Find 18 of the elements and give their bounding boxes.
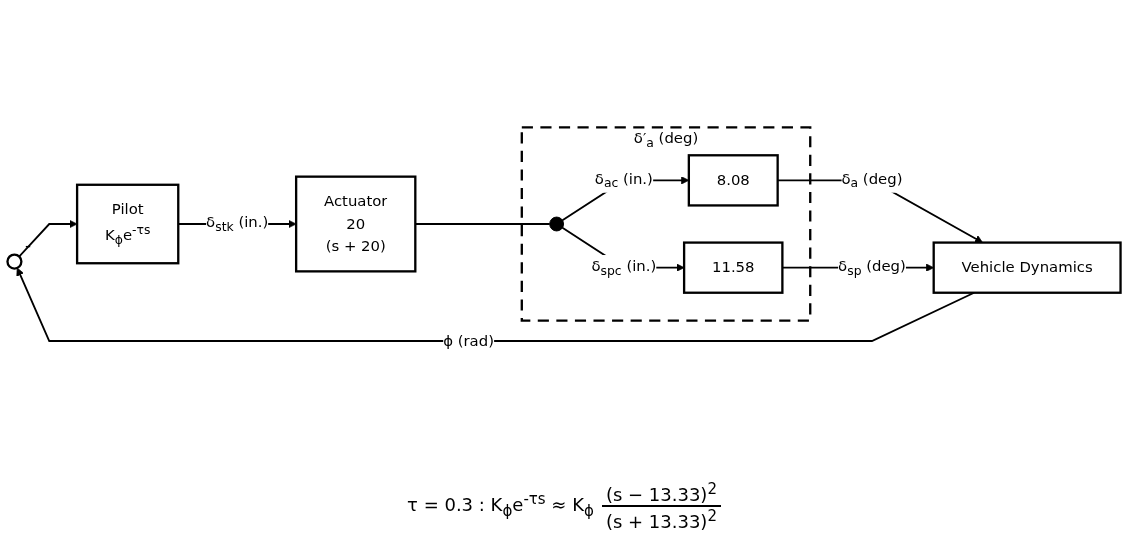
edge-label: δ$_{stk}$ (in.) — [206, 213, 269, 235]
sign-label: - — [25, 235, 32, 256]
node-box: Actuator 20 (s + 20) — [294, 175, 417, 273]
arrow — [18, 220, 78, 258]
node-box: 8.08 — [687, 154, 779, 207]
equation-label: (s − 13.33)$^{2}$ — [601, 480, 721, 507]
edge-label: ϕ (rad) — [443, 331, 494, 350]
node-circle — [6, 253, 23, 270]
edge-label: δ$_{a}$ (deg) — [841, 169, 903, 191]
node-box: Vehicle Dynamics — [932, 241, 1122, 295]
edge-label: δ$_{spc}$ (in.) — [591, 257, 657, 278]
node-box: 11.58 — [682, 241, 784, 295]
node-circle — [549, 216, 565, 232]
node-box: Pilot K$_{ϕ}$e$^{-τs}$ — [75, 183, 180, 265]
edge-label: δ$_{sp}$ (deg) — [838, 257, 906, 278]
equation-label: τ = 0.3 : K$_{ϕ}$e$^{-τs}$ ≈ K$_{ϕ}$ — [407, 490, 594, 520]
edge-label: δ$_{ac}$ (in.) — [594, 169, 653, 191]
equation-label: (s + 13.33)$^{2}$ — [604, 507, 718, 532]
